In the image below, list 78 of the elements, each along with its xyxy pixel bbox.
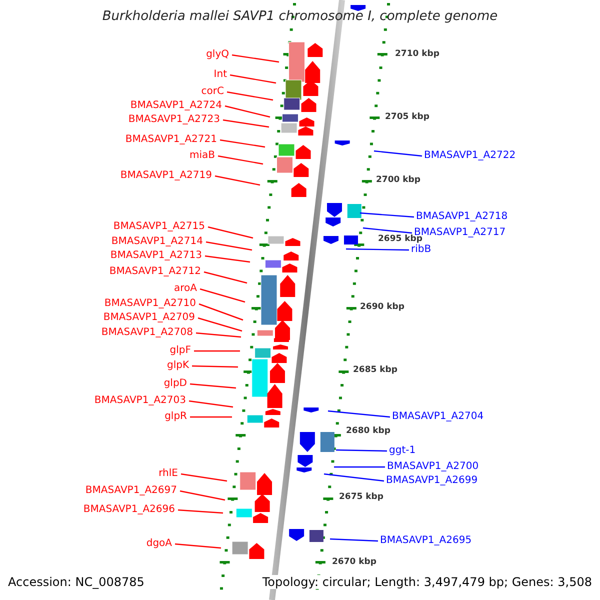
gene-label: BMASAVP1_A2712 bbox=[109, 266, 201, 278]
gene-label: rhlE bbox=[158, 468, 178, 480]
leader-line bbox=[330, 538, 378, 542]
gene-label: glpF bbox=[170, 345, 191, 357]
gene-label: BMASAVP1_A2709 bbox=[103, 312, 195, 324]
scale-label: 2685 kbp bbox=[353, 365, 398, 375]
leader-line bbox=[188, 400, 234, 408]
leader-line bbox=[226, 91, 274, 101]
gene-label: glpR bbox=[164, 411, 187, 423]
footer-text: Topology: circular; Length: 3,497,479 bp; Genes: 3,508 bbox=[262, 575, 592, 589]
gene-label: dgoA bbox=[146, 538, 172, 550]
leader-line bbox=[232, 54, 280, 63]
gene-label: BMASAVP1_A2700 bbox=[387, 461, 479, 473]
gene-label: BMASAVP1_A2719 bbox=[120, 170, 212, 182]
gene-label: BMASAVP1_A2703 bbox=[94, 395, 186, 407]
leader-line bbox=[180, 490, 226, 501]
scale-label: 2675 kbp bbox=[339, 492, 384, 502]
leader-line bbox=[192, 365, 238, 368]
gene-label: BMASAVP1_A2699 bbox=[386, 475, 478, 487]
gene-label: BMASAVP1_A2697 bbox=[85, 485, 177, 497]
scale-label: 2680 kbp bbox=[346, 426, 390, 436]
leader-line bbox=[180, 473, 228, 482]
gene-label: Int bbox=[214, 69, 227, 81]
leader-line bbox=[200, 288, 246, 303]
gene-label: ggt-1 bbox=[389, 445, 416, 457]
gene-label: miaB bbox=[189, 150, 215, 162]
leader-line bbox=[194, 350, 240, 352]
gene-label: aroA bbox=[174, 283, 197, 295]
footer-text: Accession: NC_008785 bbox=[8, 575, 144, 589]
gene-label: BMASAVP1_A2714 bbox=[111, 236, 203, 248]
gene-label: glyQ bbox=[206, 49, 229, 61]
gene-label: BMASAVP1_A2713 bbox=[110, 250, 202, 262]
leader-line bbox=[230, 74, 276, 84]
scale-label: 2690 kbp bbox=[360, 302, 404, 312]
gene-label: corC bbox=[201, 86, 224, 98]
leader-line bbox=[198, 317, 242, 332]
scale-label: 2705 kbp bbox=[385, 112, 430, 122]
gene-label: BMASAVP1_A2715 bbox=[113, 221, 205, 233]
scale-label: 2670 kbp bbox=[332, 557, 376, 567]
leader-line bbox=[220, 139, 266, 148]
leader-line bbox=[360, 212, 414, 218]
chart-title: Burkholderia mallei SAVP1 chromosome I, complete genome bbox=[101, 9, 499, 24]
gene-label: glpK bbox=[166, 360, 189, 372]
leader-line bbox=[328, 410, 390, 418]
leader-line bbox=[174, 543, 222, 549]
leader-line bbox=[204, 255, 250, 263]
leader-line bbox=[324, 473, 384, 482]
gene-label: BMASAVP1_A2696 bbox=[83, 504, 175, 516]
scale-label: 2700 kbp bbox=[376, 175, 420, 185]
leader-line bbox=[224, 105, 270, 118]
leader-line bbox=[208, 226, 254, 239]
leader-line bbox=[198, 303, 244, 321]
scale-label: 2710 kbp bbox=[395, 49, 440, 59]
leader-line bbox=[362, 227, 412, 234]
gene-label: ribB bbox=[411, 244, 432, 256]
leader-line bbox=[190, 416, 232, 418]
leader-line bbox=[374, 150, 422, 157]
leader-line bbox=[206, 241, 252, 251]
leader-line bbox=[190, 383, 236, 389]
leader-line bbox=[336, 449, 388, 452]
gene-label: BMASAVP1_A2723 bbox=[128, 114, 220, 126]
leader-line bbox=[218, 155, 264, 165]
gene-label: glpD bbox=[164, 378, 187, 390]
leader-line bbox=[204, 271, 248, 284]
gene-label: BMASAVP1_A2721 bbox=[125, 134, 217, 146]
leader-line bbox=[214, 175, 260, 186]
gene-label: BMASAVP1_A2722 bbox=[424, 150, 516, 162]
leader-line bbox=[222, 119, 270, 128]
leader-line bbox=[178, 509, 224, 514]
gene-label: BMASAVP1_A2724 bbox=[130, 100, 222, 112]
leader-line bbox=[334, 466, 385, 468]
gene-label: BMASAVP1_A2718 bbox=[416, 211, 508, 223]
gene-label: BMASAVP1_A2695 bbox=[380, 535, 472, 547]
gene-label: BMASAVP1_A2704 bbox=[392, 411, 484, 423]
gene-label: BMASAVP1_A2708 bbox=[101, 327, 193, 339]
gene-label: BMASAVP1_A2710 bbox=[104, 298, 196, 310]
leader-line bbox=[346, 248, 410, 251]
leader-line bbox=[196, 332, 242, 338]
